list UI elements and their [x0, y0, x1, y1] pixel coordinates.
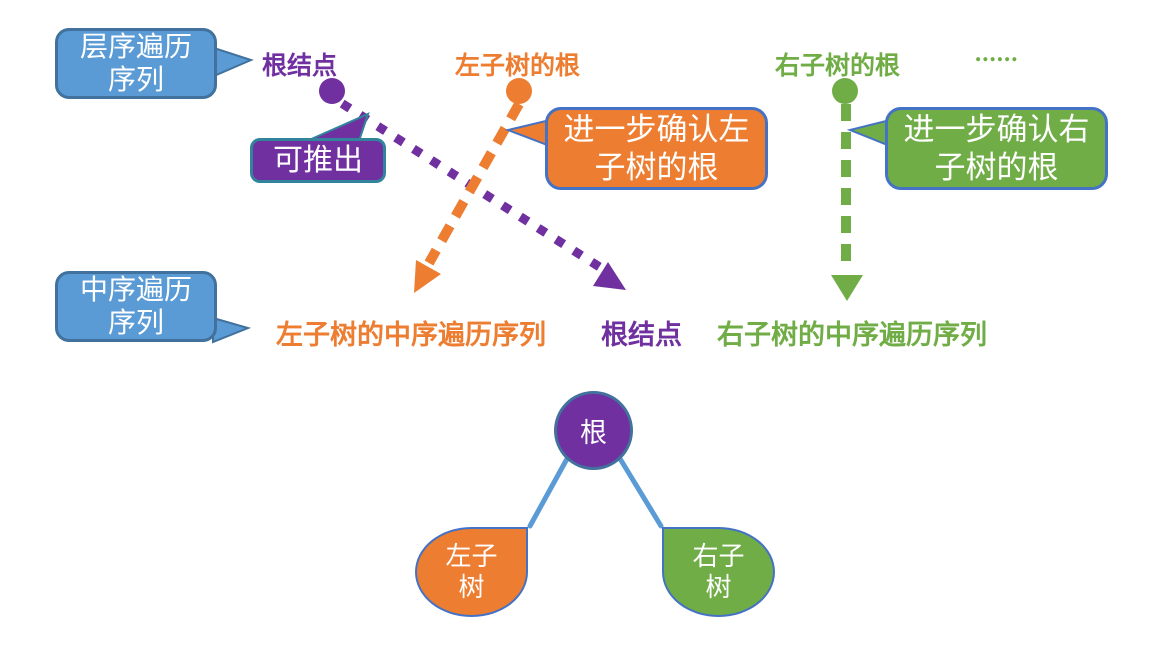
label-root-node-inorder: 根结点	[601, 320, 682, 350]
label-right-subtree-root: 右子树的根	[775, 53, 901, 80]
tree-right-label-line2: 树	[705, 573, 732, 602]
in-order-callout-line2: 序列	[107, 307, 164, 339]
label-root-node-level-order: 根结点	[262, 53, 338, 80]
label-left-subtree-root: 左子树的根	[455, 53, 581, 80]
arrow-root-to-inorder-head	[593, 262, 626, 290]
confirm-left-callout: 进一步确认左 子树的根	[545, 107, 768, 190]
in-order-callout-tail	[212, 316, 252, 344]
root-node-dot	[319, 78, 345, 104]
level-order-callout: 层序遍历 序列	[55, 28, 217, 99]
confirm-right-callout-tail	[846, 118, 891, 148]
arrow-left-root-to-inorder-line	[424, 101, 524, 266]
tree-edge-right	[616, 454, 664, 529]
tree-left-subtree-node: 左子 树	[415, 527, 528, 617]
deduce-callout-text: 可推出	[273, 143, 363, 177]
tree-root-node: 根	[554, 391, 633, 470]
left-subtree-root-dot	[506, 78, 532, 104]
level-order-callout-line2: 序列	[107, 64, 164, 96]
confirm-right-callout-line1: 进一步确认右	[903, 111, 1090, 147]
tree-left-label-line2: 树	[458, 573, 485, 602]
deduce-callout: 可推出	[250, 138, 386, 183]
arrow-right-root-to-inorder-head	[831, 275, 863, 301]
in-order-callout-line1: 中序遍历	[79, 274, 192, 306]
confirm-right-callout: 进一步确认右 子树的根	[885, 107, 1108, 190]
confirm-left-callout-line2: 子树的根	[594, 149, 719, 185]
label-right-inorder-sequence: 右子树的中序遍历序列	[717, 320, 987, 350]
right-subtree-root-dot	[832, 78, 858, 104]
arrow-left-root-to-inorder-head	[414, 260, 441, 293]
tree-right-label-line1: 右子	[692, 542, 745, 571]
confirm-left-callout-tail	[504, 118, 551, 148]
in-order-callout: 中序遍历 序列	[55, 271, 217, 342]
tree-root-label: 根	[580, 418, 607, 448]
confirm-right-callout-line2: 子树的根	[934, 149, 1059, 185]
label-left-inorder-sequence: 左子树的中序遍历序列	[276, 320, 546, 350]
label-ellipsis: ......	[975, 40, 1019, 67]
tree-left-label-line1: 左子	[445, 542, 498, 571]
confirm-left-callout-line1: 进一步确认左	[563, 111, 750, 147]
tree-right-subtree-node: 右子 树	[662, 527, 775, 617]
level-order-callout-tail	[213, 46, 254, 78]
tree-edge-left	[527, 454, 571, 529]
level-order-callout-line1: 层序遍历	[79, 31, 192, 63]
